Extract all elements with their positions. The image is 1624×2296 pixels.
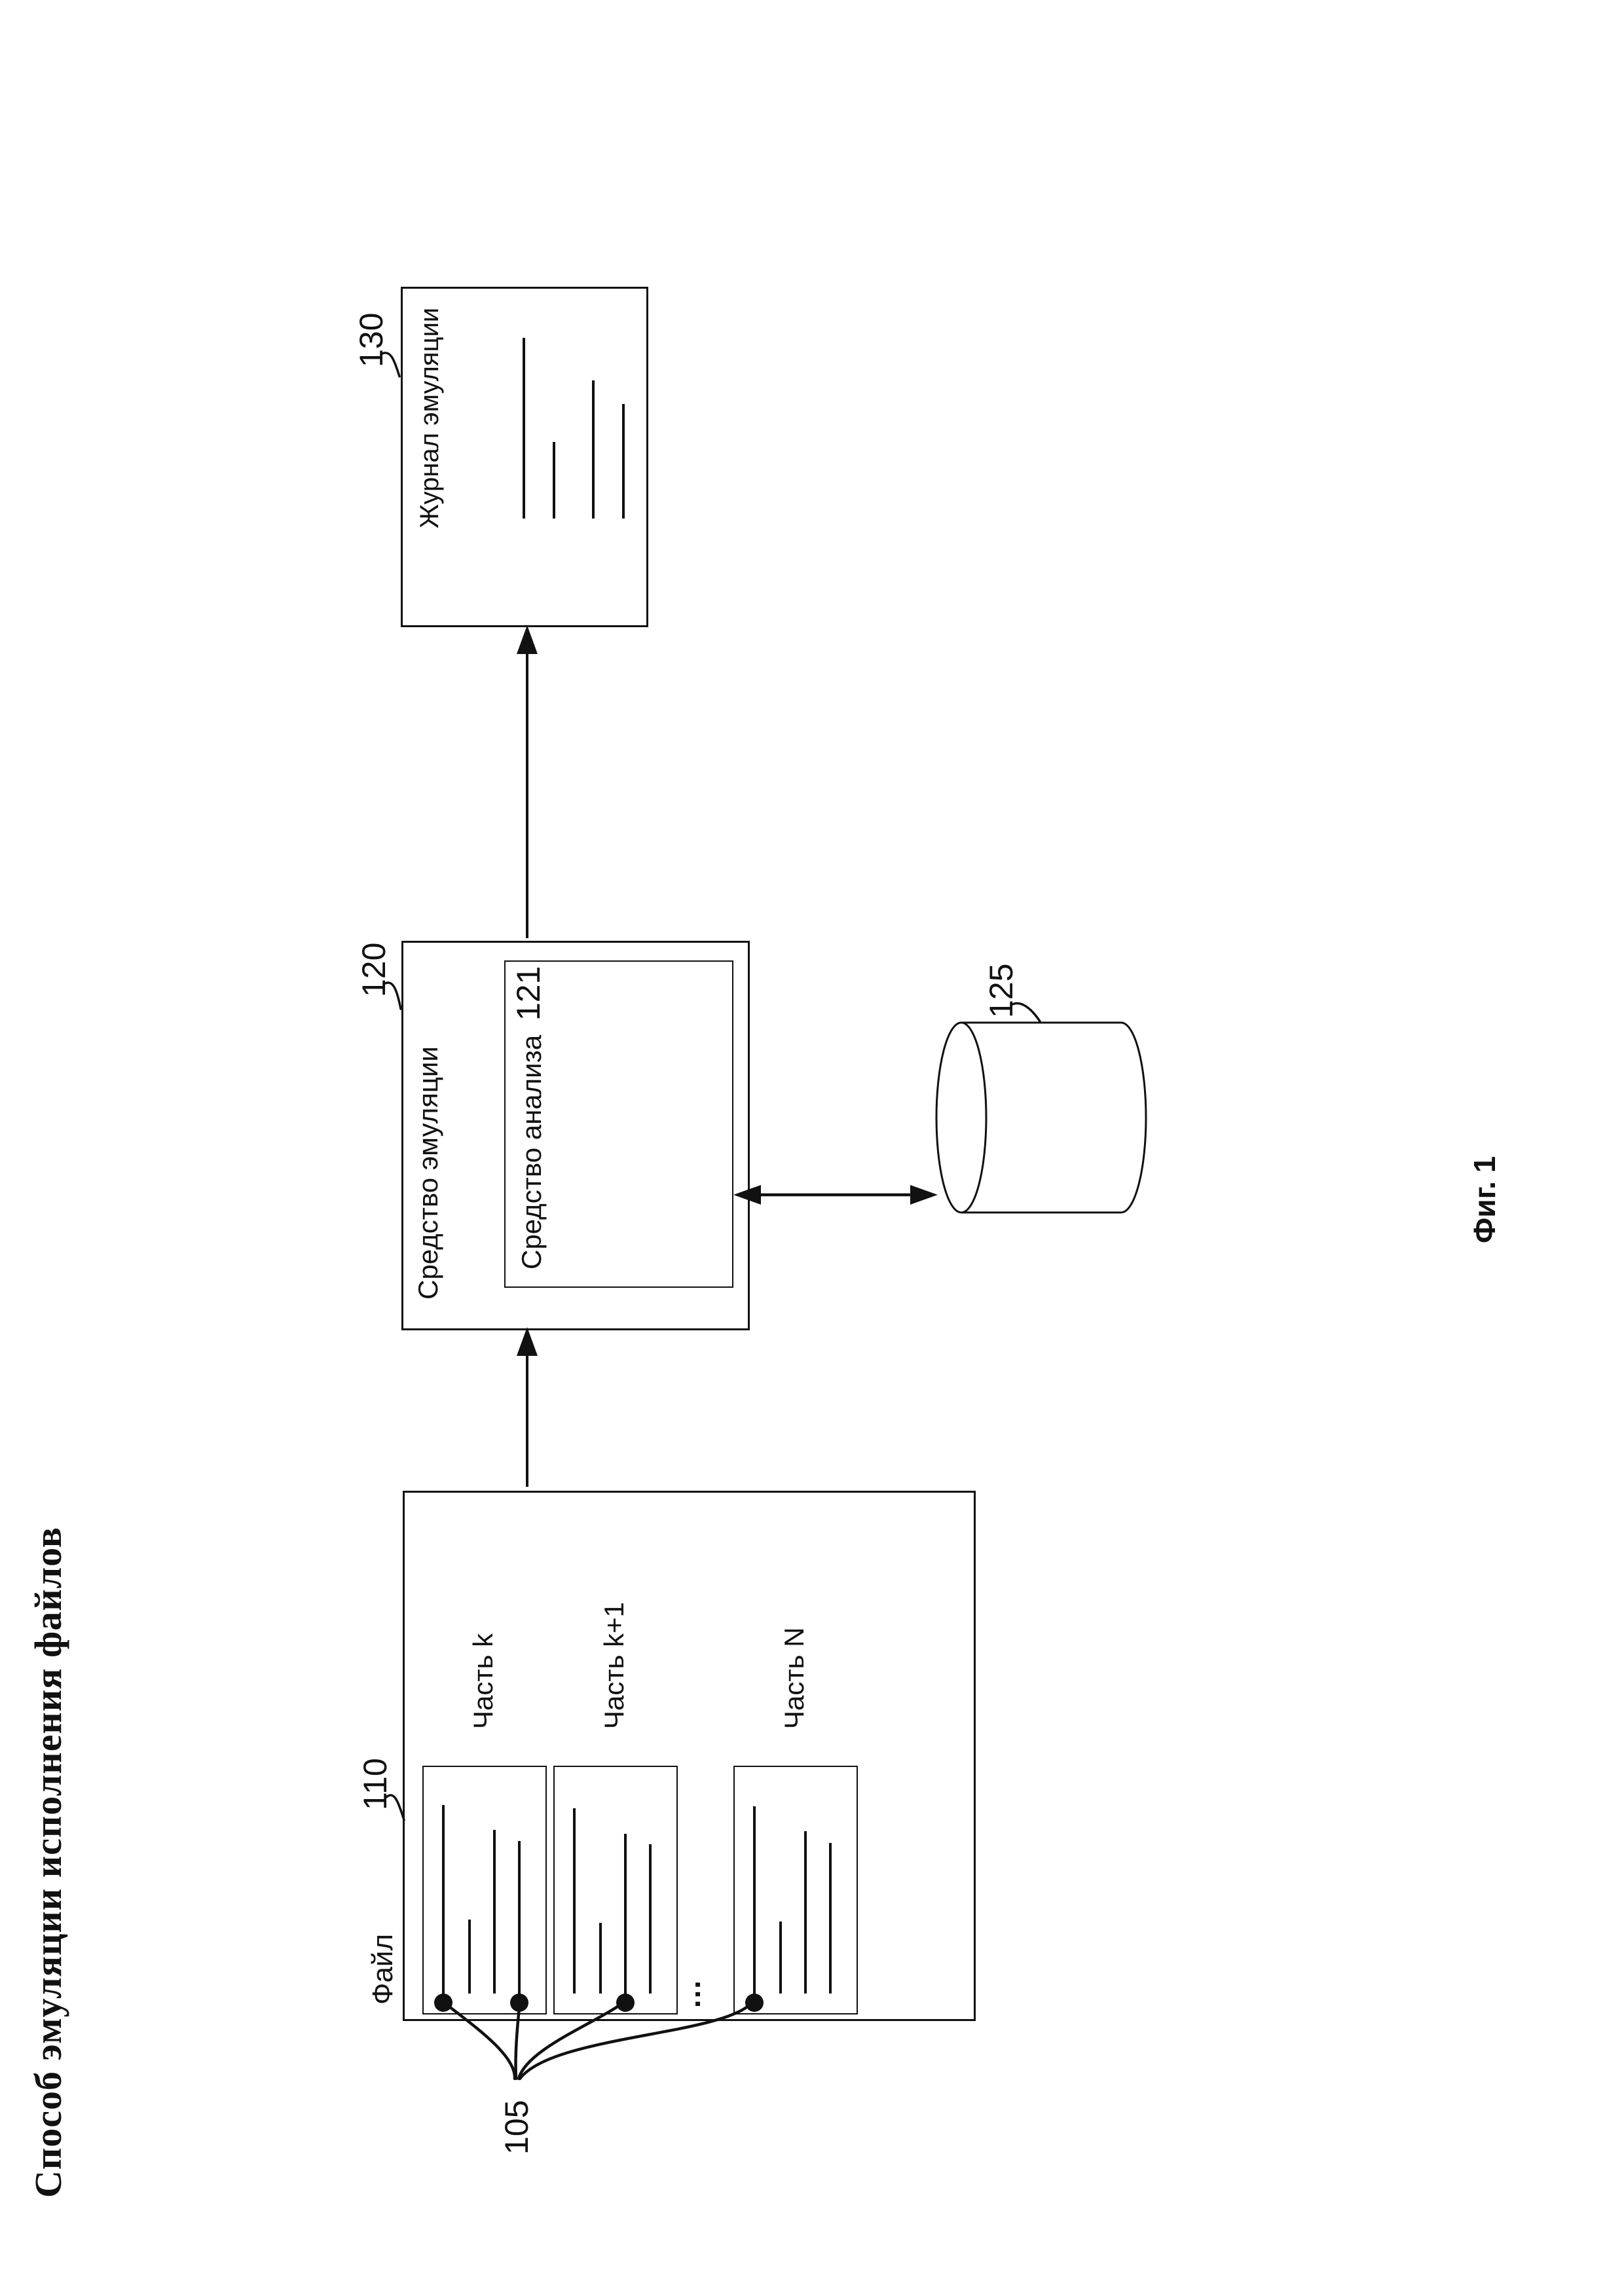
ref-leader-130 bbox=[380, 352, 401, 378]
part-k1-content-lines bbox=[573, 1808, 652, 1995]
marker-leader-curves bbox=[447, 2003, 751, 2081]
ref-leader-125 bbox=[1010, 1002, 1041, 1023]
arrow-emulator-to-journal bbox=[517, 625, 538, 938]
ref-leader-120 bbox=[382, 981, 402, 1010]
journal-log-lines bbox=[523, 338, 625, 519]
part-k-content-lines bbox=[442, 1805, 521, 1995]
database-cylinder bbox=[935, 1021, 1147, 1214]
part-n-content-lines bbox=[753, 1806, 832, 1995]
arrow-file-to-emulator bbox=[517, 1327, 538, 1487]
ref-leader-110 bbox=[385, 1794, 405, 1821]
double-arrow-emulator-database bbox=[733, 1185, 938, 1205]
marker-dots bbox=[434, 1994, 764, 2012]
ref-leader-squiggles bbox=[380, 352, 1041, 1821]
